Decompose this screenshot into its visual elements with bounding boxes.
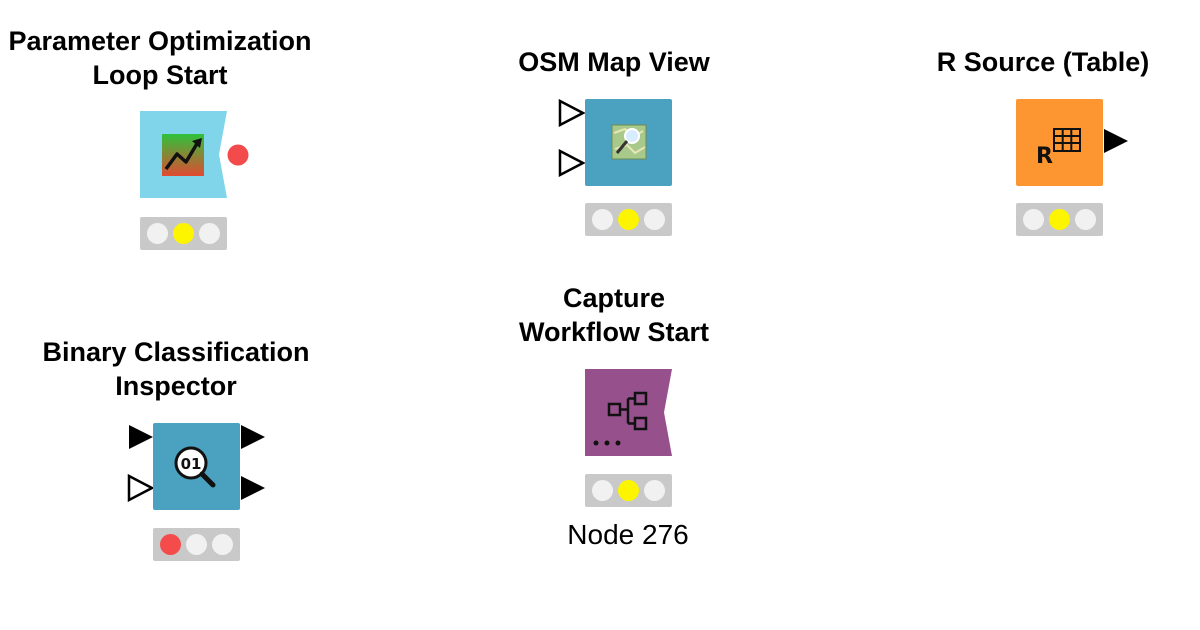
input-port-2[interactable] bbox=[127, 473, 155, 507]
node-icon-box[interactable] bbox=[140, 111, 227, 198]
node-title-line: Binary Classification bbox=[42, 337, 310, 367]
output-port-2[interactable] bbox=[239, 474, 267, 507]
status-light-green bbox=[644, 480, 665, 501]
status-light-yellow bbox=[618, 480, 639, 501]
node-icon-box[interactable]: 01 bbox=[153, 423, 240, 510]
magnifier-binary-icon: 01 bbox=[174, 446, 216, 488]
node-title: OSM Map View bbox=[518, 45, 710, 79]
node-title-line: Parameter Optimization bbox=[8, 26, 312, 56]
workflow-tree-icon bbox=[593, 391, 648, 446]
status-light-red bbox=[147, 223, 168, 244]
node-title: Binary Classification Inspector bbox=[42, 335, 309, 403]
node-icon-box[interactable] bbox=[585, 99, 672, 186]
status-traffic-light bbox=[140, 217, 227, 250]
map-view-icon bbox=[611, 124, 647, 160]
status-light-yellow bbox=[186, 534, 207, 555]
node-title: Parameter Optimization Loop Start bbox=[8, 24, 311, 92]
status-light-yellow bbox=[618, 209, 639, 230]
status-light-red bbox=[592, 209, 613, 230]
status-light-green bbox=[644, 209, 665, 230]
input-port-1[interactable] bbox=[558, 98, 586, 132]
node-title-line: OSM Map View bbox=[518, 47, 710, 77]
status-light-red bbox=[592, 480, 613, 501]
flow-variable-output-port[interactable] bbox=[226, 143, 250, 172]
r-table-icon: R bbox=[1036, 128, 1081, 169]
output-port[interactable] bbox=[1102, 127, 1130, 160]
status-light-red bbox=[160, 534, 181, 555]
status-light-green bbox=[212, 534, 233, 555]
status-light-green bbox=[199, 223, 220, 244]
node-title: Capture Workflow Start bbox=[519, 281, 709, 349]
node-title-line: Workflow Start bbox=[518, 317, 710, 347]
status-light-red bbox=[1023, 209, 1044, 230]
status-light-green bbox=[1075, 209, 1096, 230]
output-port-1[interactable] bbox=[239, 423, 267, 456]
status-traffic-light bbox=[1016, 203, 1103, 236]
status-traffic-light bbox=[585, 203, 672, 236]
svg-text:01: 01 bbox=[181, 455, 202, 473]
node-icon-box[interactable]: R bbox=[1016, 99, 1103, 186]
status-traffic-light bbox=[585, 474, 672, 507]
node-title: R Source (Table) bbox=[937, 45, 1150, 79]
node-annotation-label[interactable]: Node 276 bbox=[567, 519, 689, 550]
node-title-line: Loop Start bbox=[92, 60, 228, 90]
status-traffic-light bbox=[153, 528, 240, 561]
status-light-yellow bbox=[173, 223, 194, 244]
svg-text:R: R bbox=[1036, 144, 1053, 169]
input-port-1[interactable] bbox=[127, 423, 155, 456]
node-icon-box[interactable] bbox=[585, 369, 672, 456]
node-title-line: Capture bbox=[562, 283, 666, 313]
node-title-line: Inspector bbox=[115, 371, 237, 401]
node-title-line: R Source (Table) bbox=[936, 47, 1150, 77]
status-light-yellow bbox=[1049, 209, 1070, 230]
input-port-2[interactable] bbox=[558, 148, 586, 182]
trend-chart-icon bbox=[162, 134, 204, 176]
